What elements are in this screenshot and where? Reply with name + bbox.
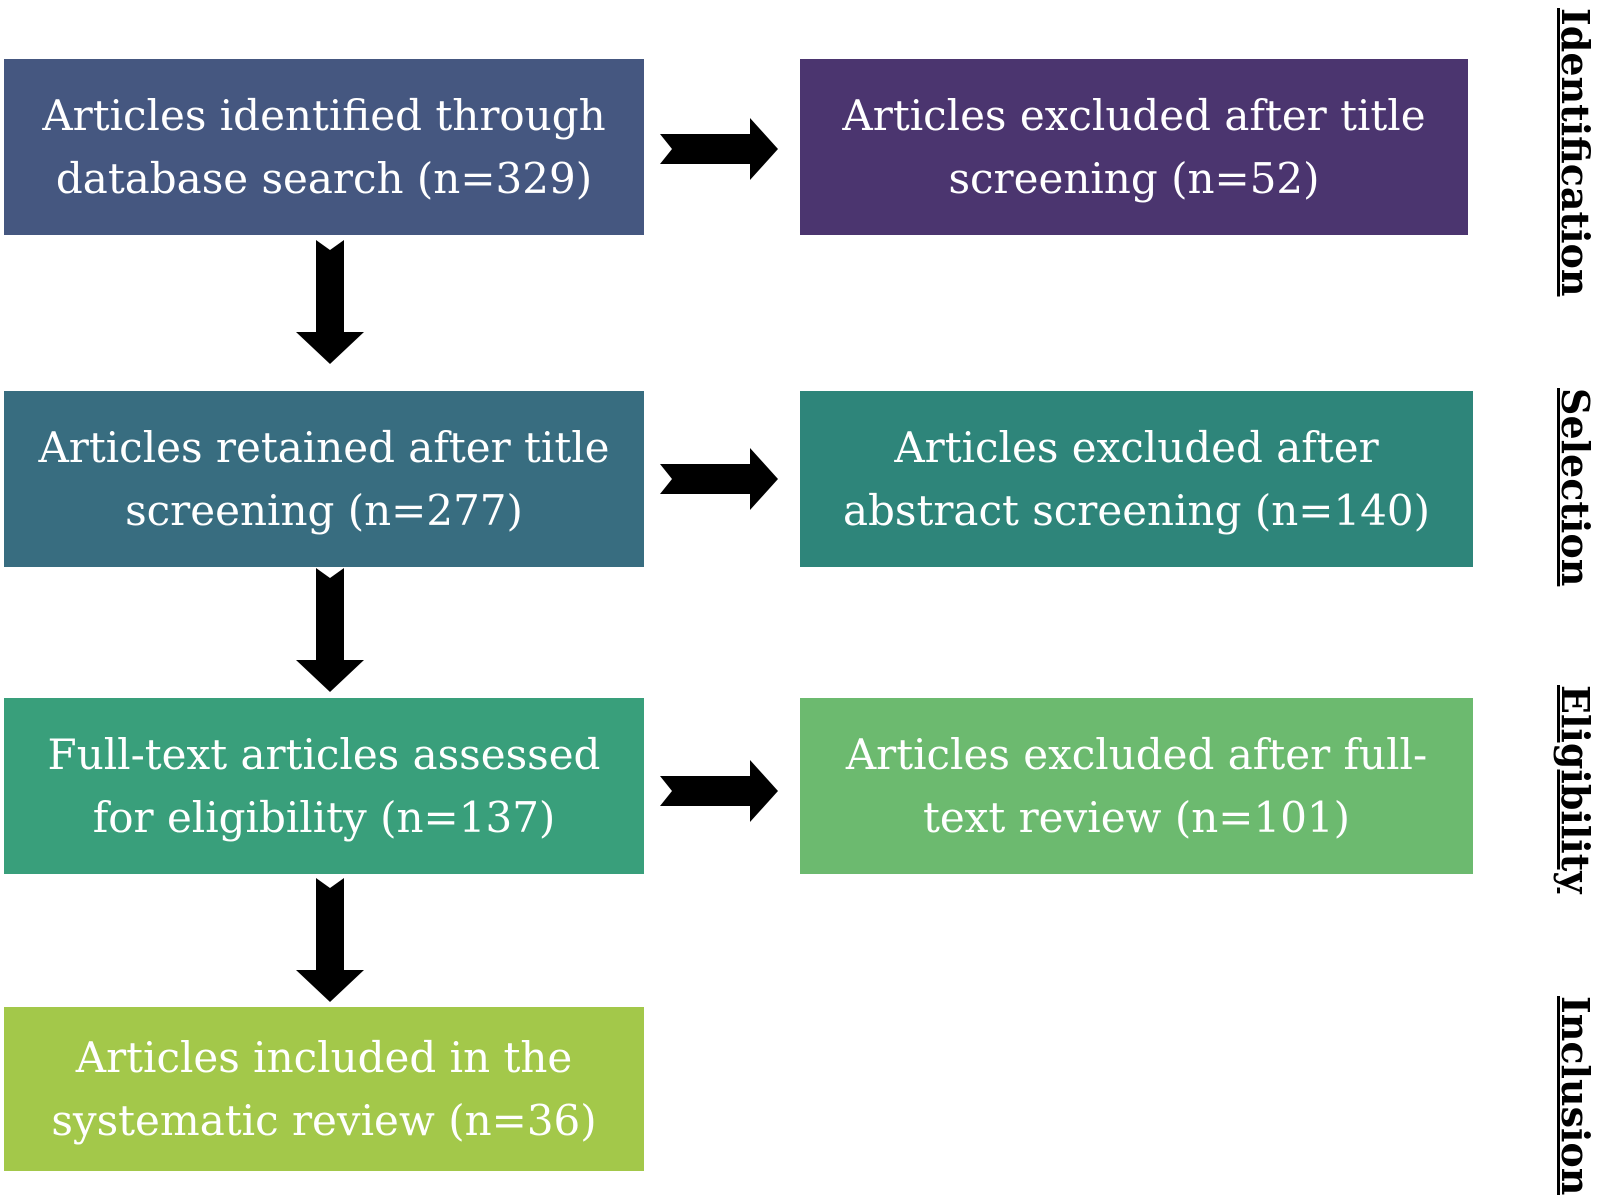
excluded-title-box: Articles excluded after title screening … xyxy=(800,59,1468,235)
identified-box: Articles identified through database sea… xyxy=(4,59,644,235)
right-arrow-2 xyxy=(660,448,778,510)
excluded-fulltext-box-text: Articles excluded after full-text review… xyxy=(845,730,1428,842)
fulltext-assessed-box: Full-text articles assessed for eligibil… xyxy=(4,698,644,874)
stage-label-identification: Identification xyxy=(1553,8,1598,297)
excluded-fulltext-box: Articles excluded after full-text review… xyxy=(800,698,1473,874)
included-box: Articles included in the systematic revi… xyxy=(4,1007,644,1171)
identified-box-text: Articles identified through database sea… xyxy=(42,91,606,203)
right-arrow-3 xyxy=(660,760,778,822)
included-box-text: Articles included in the systematic revi… xyxy=(51,1033,597,1145)
excluded-title-box-text: Articles excluded after title screening … xyxy=(842,91,1426,203)
stage-label-eligibility: Eligibility xyxy=(1553,685,1598,894)
down-arrow-3 xyxy=(296,878,364,1002)
right-arrow-1 xyxy=(660,118,778,180)
down-arrow-2 xyxy=(296,568,364,692)
stage-label-inclusion: Inclusion xyxy=(1553,996,1598,1195)
retained-title-box-text: Articles retained after title screening … xyxy=(38,423,610,535)
stage-label-selection: Selection xyxy=(1553,388,1598,587)
down-arrow-1 xyxy=(296,240,364,364)
retained-title-box: Articles retained after title screening … xyxy=(4,391,644,567)
excluded-abstract-box: Articles excluded after abstract screeni… xyxy=(800,391,1473,567)
fulltext-assessed-box-text: Full-text articles assessed for eligibil… xyxy=(47,730,601,842)
excluded-abstract-box-text: Articles excluded after abstract screeni… xyxy=(842,423,1431,535)
